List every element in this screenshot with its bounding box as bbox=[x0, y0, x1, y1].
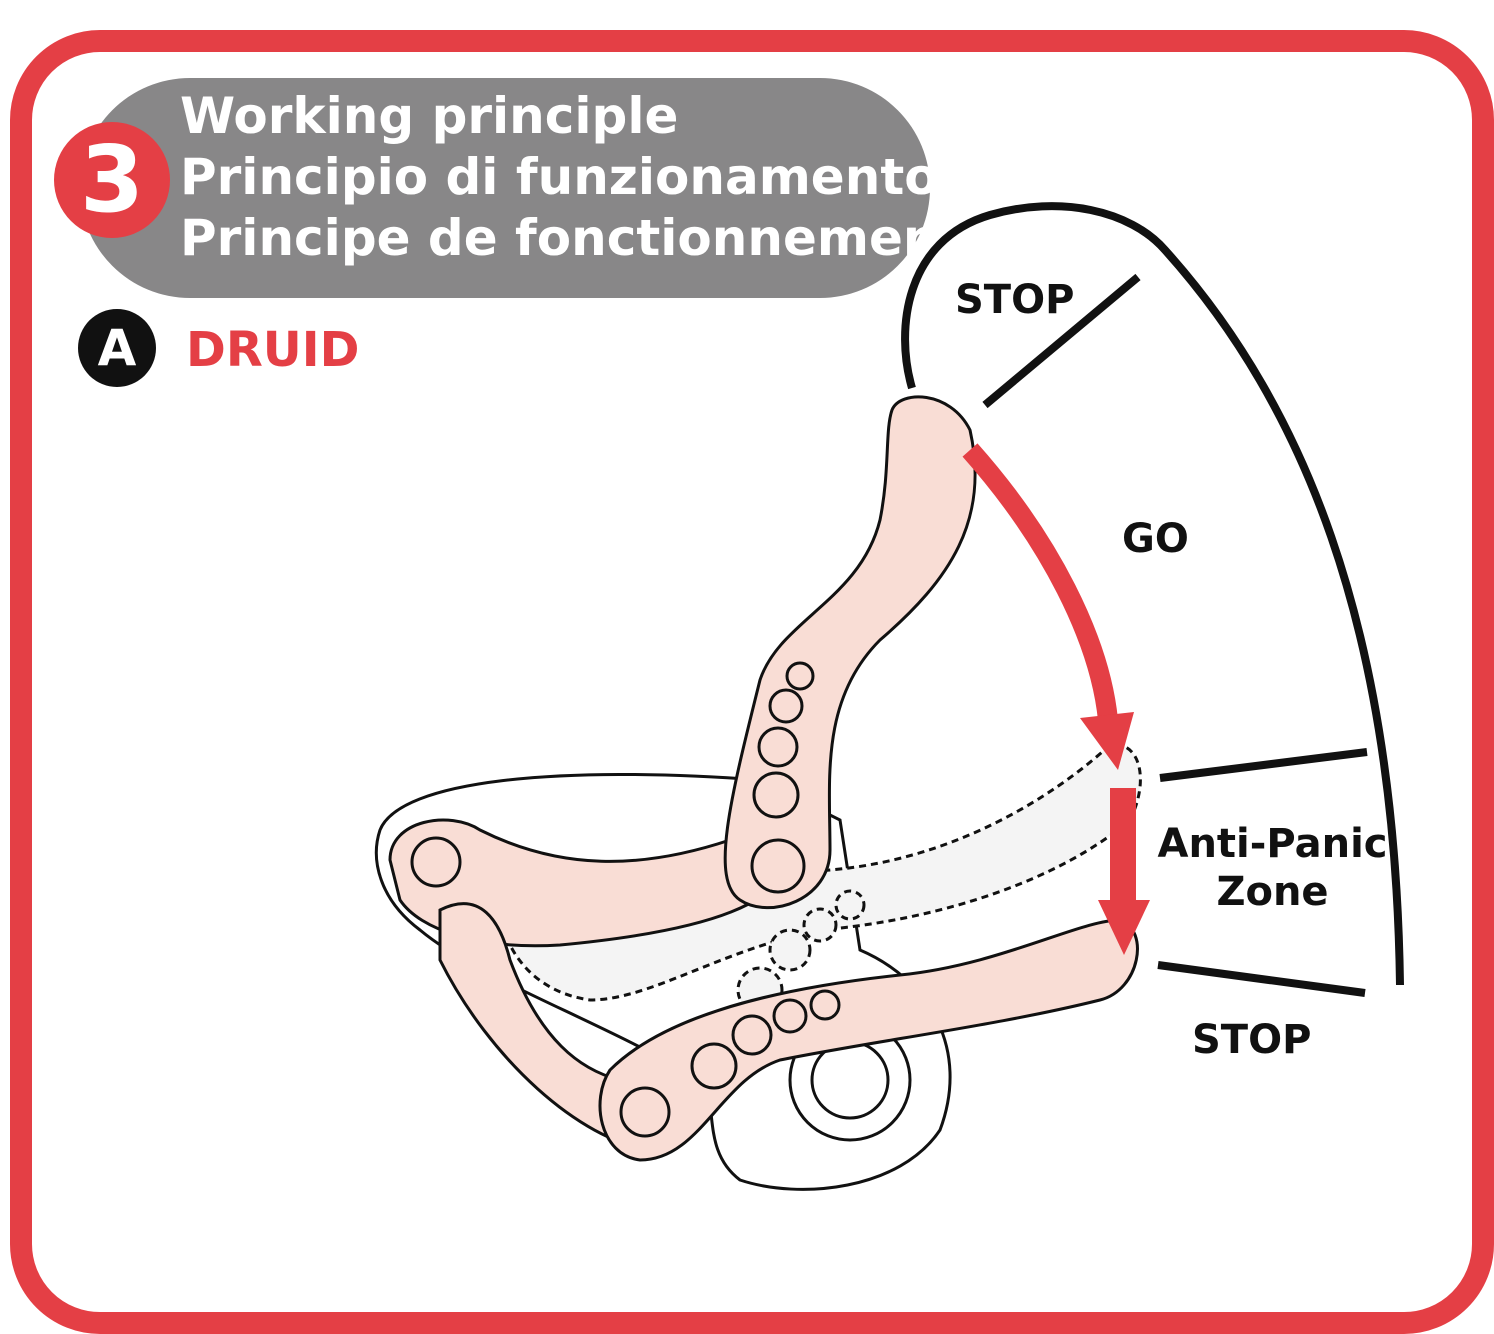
antipanic-stop-divider bbox=[1157, 961, 1366, 997]
handles bbox=[388, 395, 1139, 1162]
arrow-head-go bbox=[1080, 712, 1134, 770]
zone-label-stop-top: STOP bbox=[955, 277, 1075, 323]
arrow-shaft-antipanic bbox=[1110, 788, 1136, 908]
title-fr: Principe de fonctionnement bbox=[180, 209, 963, 267]
arrow-head-antipanic bbox=[1098, 900, 1150, 955]
zone-arc bbox=[901, 202, 1404, 997]
device-name: DRUID bbox=[186, 322, 360, 378]
zone-label-anti-panic: Anti-Panic Zone bbox=[1150, 820, 1395, 916]
anti-panic-line1: Anti-Panic bbox=[1157, 821, 1388, 867]
zone-label-stop-bottom: STOP bbox=[1192, 1017, 1312, 1063]
go-antipanic-divider bbox=[1159, 748, 1368, 782]
section-letter-badge: A bbox=[78, 309, 156, 387]
anti-panic-line2: Zone bbox=[1216, 869, 1329, 915]
header-banner bbox=[80, 78, 930, 298]
zone-label-go: GO bbox=[1122, 516, 1189, 562]
header-titles: Working principle Principio di funzionam… bbox=[180, 86, 962, 269]
stop-go-divider bbox=[982, 273, 1141, 409]
title-it: Principio di funzionamento bbox=[180, 148, 939, 206]
druid-diagram bbox=[374, 202, 1404, 1191]
step-number-badge: 3 bbox=[54, 122, 170, 238]
direction-arrows bbox=[962, 443, 1150, 955]
title-en: Working principle bbox=[180, 87, 679, 145]
